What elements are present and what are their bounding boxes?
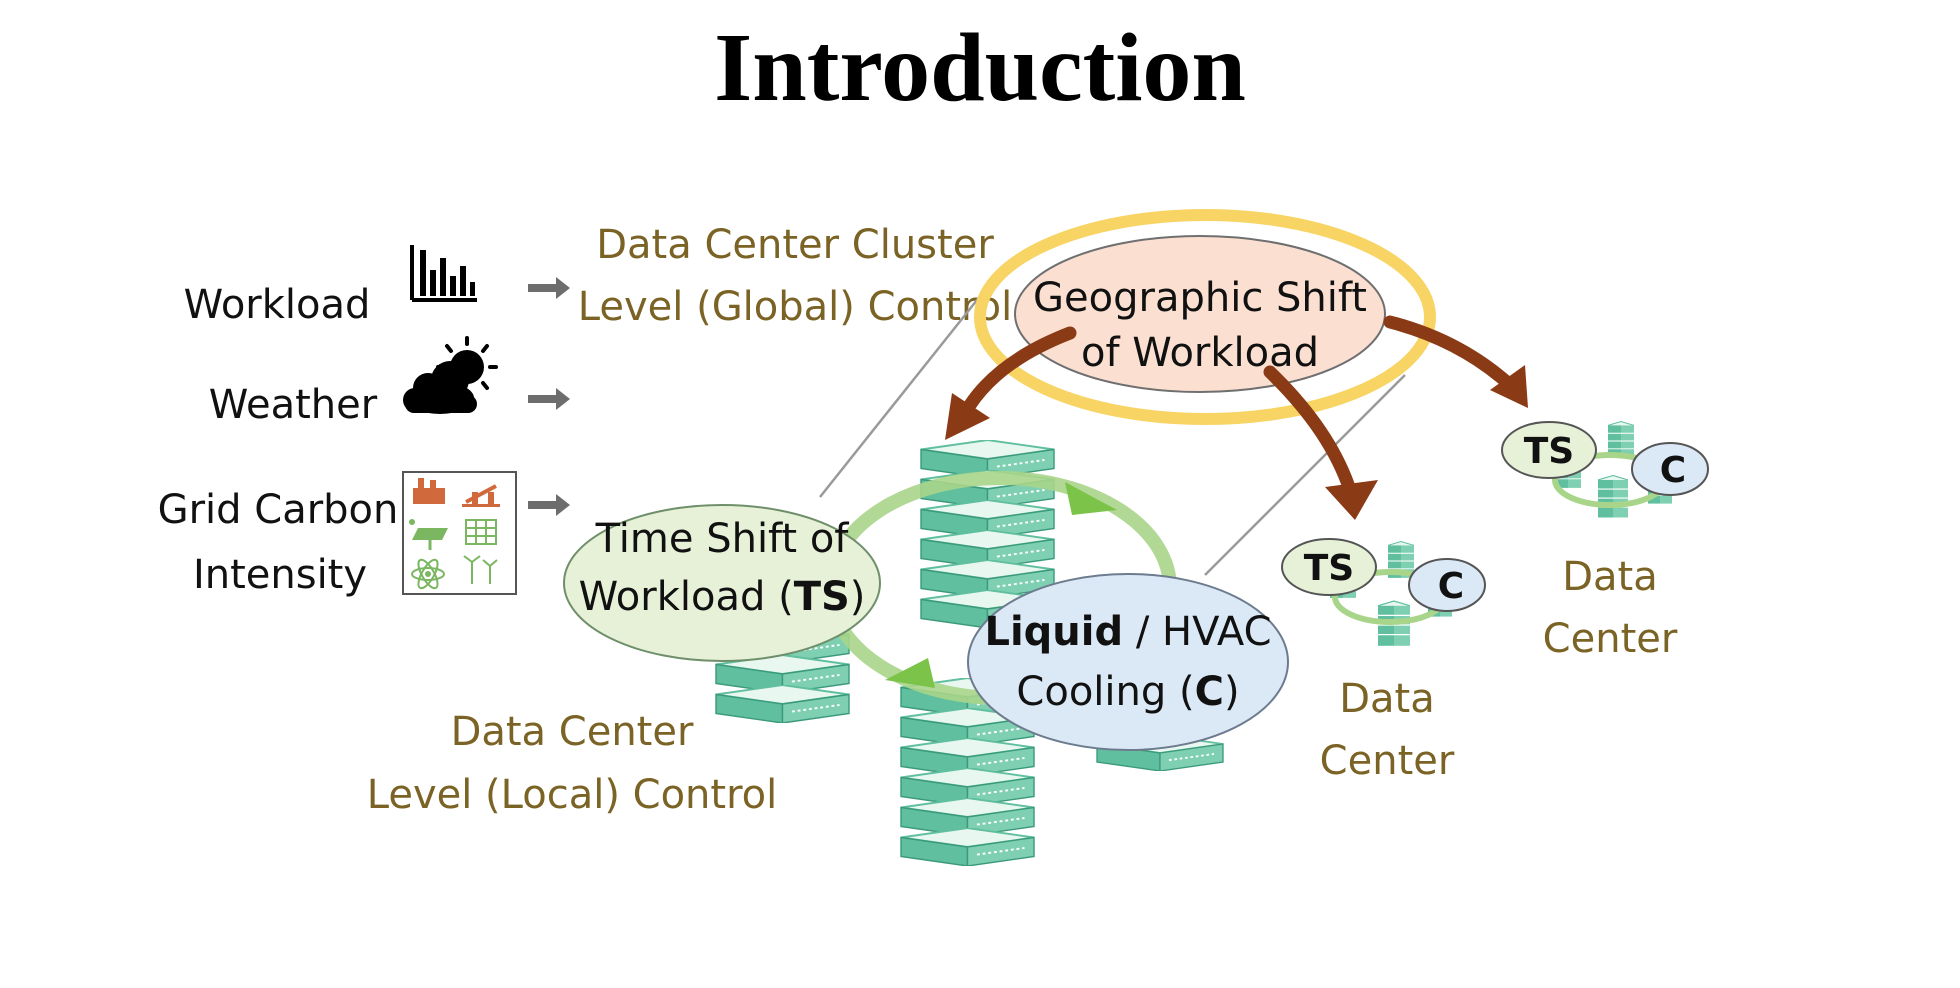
cooling-bubble: Liquid / HVAC Cooling (C) <box>967 573 1289 751</box>
global-control-label-line1: Data Center Cluster <box>596 222 994 268</box>
grid-carbon-label-line1: Grid Carbon <box>158 487 399 533</box>
mini-ts-bubble <box>1281 538 1377 596</box>
mini-data-center-2: TS C Data Center <box>1501 420 1709 662</box>
mini-ts-label: TS <box>1304 548 1354 589</box>
geo-shift-bubble: Geographic Shift of Workload <box>974 209 1436 425</box>
input-arrow-icons <box>528 277 570 516</box>
workload-label: Workload <box>184 282 371 328</box>
time-shift-line1: Time Shift of <box>595 516 850 562</box>
mini-ts-bubble <box>1501 421 1597 479</box>
cooling-line2: Cooling (C) <box>1016 669 1239 715</box>
geo-shift-line2: of Workload <box>1081 330 1319 376</box>
data-center-label-line2: Center <box>1543 616 1678 662</box>
grid-carbon-label-line2: Intensity <box>193 552 367 598</box>
sun-cloud-icon <box>403 336 498 414</box>
global-control-label-line2: Level (Global) Control <box>578 284 1012 330</box>
energy-sources-icon <box>402 471 517 595</box>
time-shift-bubble: Time Shift of Workload (TS) <box>563 504 881 662</box>
geo-shift-line1: Geographic Shift <box>1033 275 1367 321</box>
connector-line <box>819 289 986 498</box>
bar-chart-icon <box>410 245 477 302</box>
arrowhead-icons <box>945 365 1528 520</box>
weather-label: Weather <box>209 382 378 428</box>
cooling-line1: Liquid / HVAC <box>984 609 1271 655</box>
data-center-label-line1: Data <box>1339 676 1435 722</box>
local-control-label-line2: Level (Local) Control <box>367 772 778 818</box>
mini-c-bubble <box>1408 558 1486 612</box>
mini-data-center-1: TS C Data Center <box>1281 538 1486 784</box>
geo-shift-arrows <box>963 315 1517 497</box>
mini-c-label: C <box>1438 566 1464 607</box>
local-control-label-line1: Data Center <box>451 709 694 755</box>
time-shift-line2: Workload (TS) <box>579 574 866 620</box>
connector-line <box>1204 374 1406 576</box>
mini-ts-label: TS <box>1524 431 1574 472</box>
mini-c-label: C <box>1660 450 1686 491</box>
slide-title: Introduction <box>714 14 1246 122</box>
data-center-label-line2: Center <box>1320 738 1455 784</box>
data-center-label-line1: Data <box>1562 554 1658 600</box>
mini-c-bubble <box>1631 442 1709 496</box>
